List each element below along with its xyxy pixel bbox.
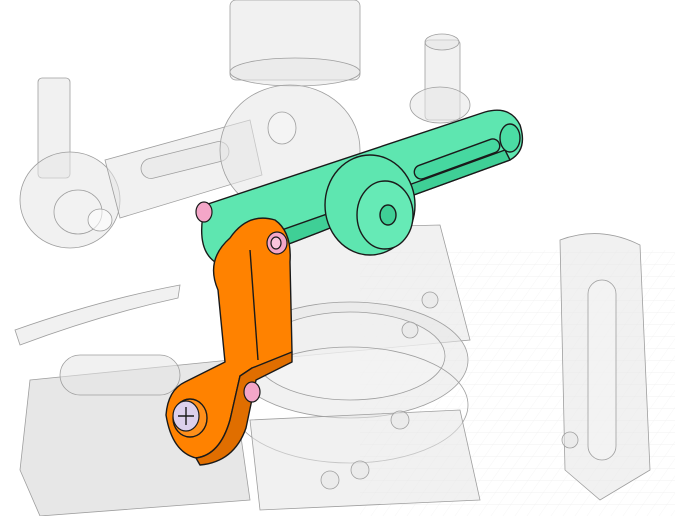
ghost-bolt-3 <box>390 410 410 430</box>
ghost-right-eye <box>409 86 471 124</box>
ghost-bolt-2 <box>350 460 370 480</box>
ghost-bolt-1 <box>320 470 340 490</box>
ghost-hub-sphere-hole <box>267 111 297 145</box>
pivot-pins <box>195 201 288 403</box>
ghost-left-eye-hole <box>87 208 113 232</box>
pivot-pin-upper-right-inner <box>270 236 282 250</box>
ghost-assembly <box>14 0 675 516</box>
linkage-arm-end-eye <box>499 123 521 153</box>
linkage-arm <box>200 109 524 263</box>
ghost-bolt-4 <box>421 291 439 309</box>
ghost-lower-left-cylinder <box>59 354 181 396</box>
ghost-lower-left-blade <box>14 284 181 346</box>
linkage-arm-hub-hole <box>379 204 397 226</box>
pivot-screw-cross-icon <box>178 407 194 425</box>
bellcrank-side-face <box>195 351 293 466</box>
ghost-bolt-5 <box>401 321 419 339</box>
ghost-right-post-cap <box>424 33 460 51</box>
linkage-arm-slot <box>413 138 501 180</box>
ghost-bottom-block <box>249 409 481 511</box>
ghost-right-bracket-slot <box>587 279 617 461</box>
bellcrank-inner-edge <box>249 249 259 361</box>
ghost-top-hub-base <box>229 57 361 87</box>
pivot-pin-upper-left <box>195 201 213 223</box>
pivot-pin-lower <box>243 381 261 403</box>
corner-overlay <box>0 0 12 28</box>
pivot-screw <box>172 400 200 432</box>
ghost-bolt-6 <box>561 431 579 449</box>
